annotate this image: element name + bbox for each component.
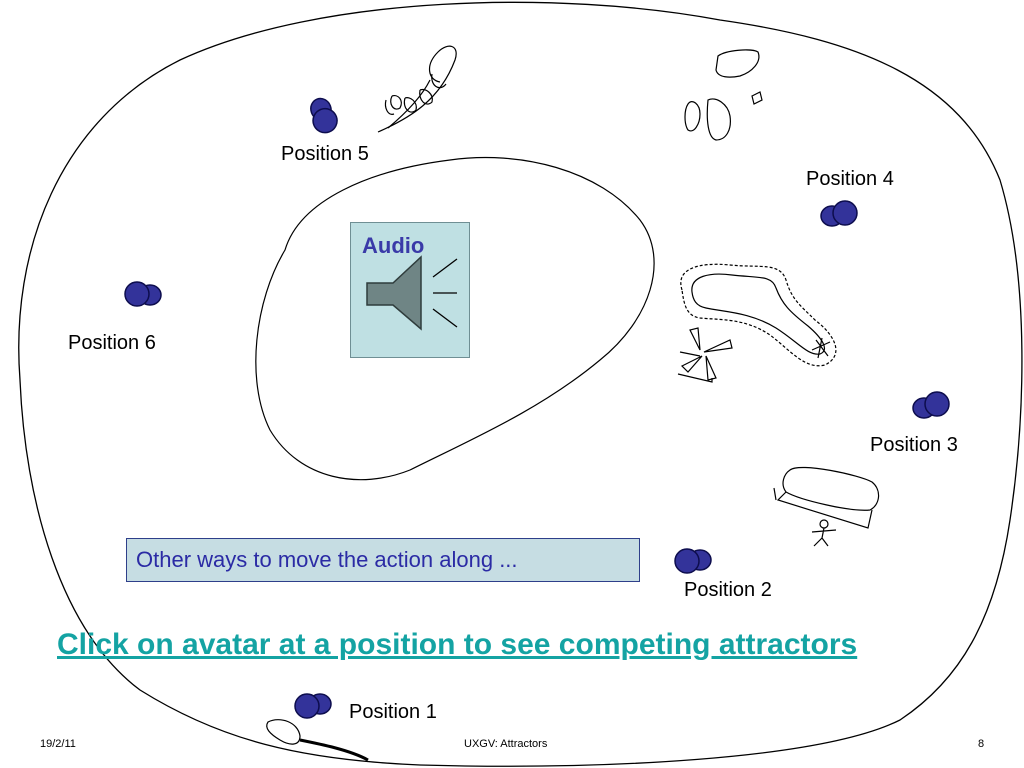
track-sketch (680, 263, 837, 367)
competing-attractors-link[interactable]: Click on avatar at a position to see com… (57, 628, 858, 661)
position-4-label: Position 4 (806, 168, 894, 190)
audio-label: Audio (362, 233, 425, 258)
avatar-position-4[interactable] (818, 197, 858, 231)
avatar-position-3[interactable] (910, 388, 950, 422)
feather-sketch (377, 45, 457, 133)
footer-date: 19/2/11 (40, 738, 76, 750)
avatar-position-5[interactable] (300, 90, 346, 139)
pen-sketch (266, 719, 369, 762)
outer-boundary (18, 1, 1023, 767)
position-6-label: Position 6 (68, 332, 156, 354)
position-5-label: Position 5 (281, 143, 369, 165)
avatar-position-6[interactable] (124, 277, 164, 311)
other-ways-button[interactable]: Other ways to move the action along ... (126, 538, 640, 582)
position-2-label: Position 2 (684, 579, 772, 601)
avatar-position-2[interactable] (674, 542, 714, 576)
rocks-sketch (684, 49, 763, 141)
inner-lake-outline (255, 157, 655, 481)
footer-page-number: 8 (978, 738, 985, 750)
bench-sketch (773, 466, 880, 547)
speaker-icon (366, 255, 458, 331)
windmill-sketch (677, 327, 733, 383)
audio-button[interactable]: Audio (350, 222, 470, 358)
position-3-label: Position 3 (870, 434, 958, 456)
avatar-position-1[interactable] (294, 687, 334, 721)
position-1-label: Position 1 (349, 701, 437, 723)
footer-title: UXGV: Attractors (464, 738, 548, 750)
